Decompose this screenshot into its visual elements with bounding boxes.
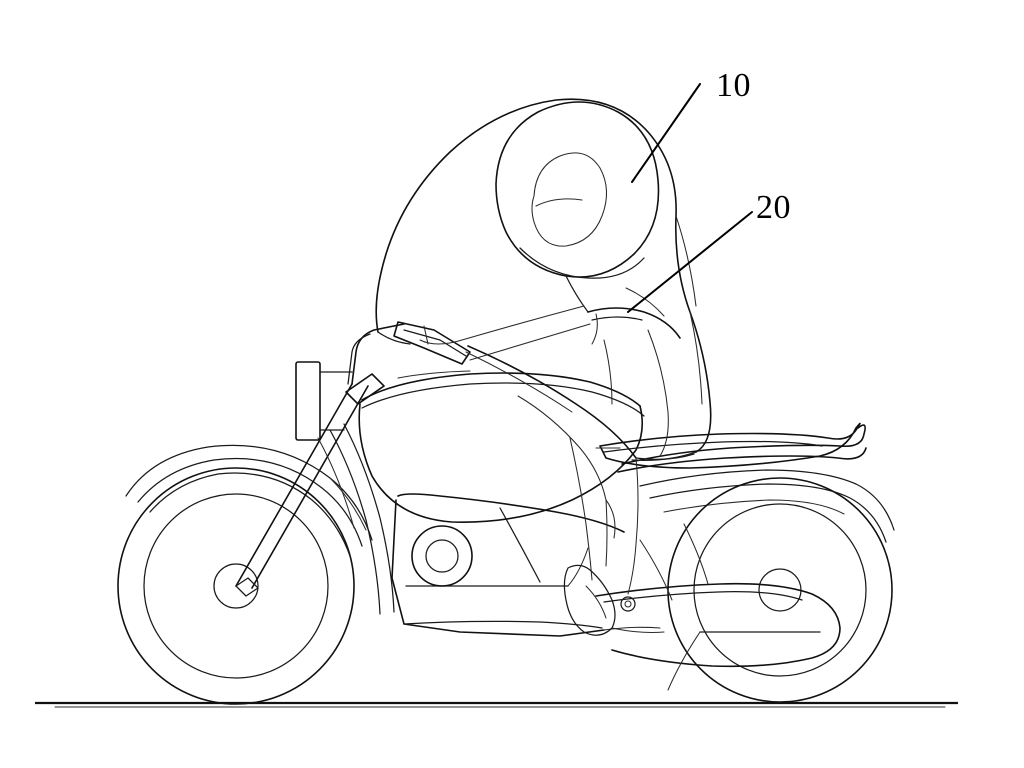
rider-helmet — [495, 101, 660, 279]
headlight — [295, 361, 353, 441]
ground-line — [35, 701, 958, 708]
front-fork — [235, 373, 395, 615]
rider-leg — [517, 395, 639, 595]
rider-contour-details — [603, 215, 703, 457]
rear-wheel — [667, 477, 893, 703]
front-wheel — [117, 467, 355, 705]
seat — [595, 422, 861, 469]
engine-block — [391, 493, 625, 637]
rider-visor — [531, 152, 608, 247]
reference-numeral-20: 20 — [756, 189, 791, 226]
handlebar — [347, 321, 471, 385]
callout-10: 10 — [631, 67, 751, 183]
rider-body — [375, 98, 712, 461]
rider-arm — [419, 305, 598, 361]
footpeg — [620, 596, 636, 612]
rider-shoulder — [565, 275, 681, 339]
rider-boot — [563, 564, 665, 636]
front-fender — [125, 444, 373, 557]
swingarm — [595, 582, 841, 691]
lead-line-10 — [631, 83, 701, 183]
lead-line-20 — [627, 211, 753, 313]
callout-20: 20 — [627, 189, 791, 313]
rear-fender — [617, 424, 895, 543]
reference-numeral-10: 10 — [716, 67, 751, 104]
rear-frame-linkage — [603, 523, 709, 631]
